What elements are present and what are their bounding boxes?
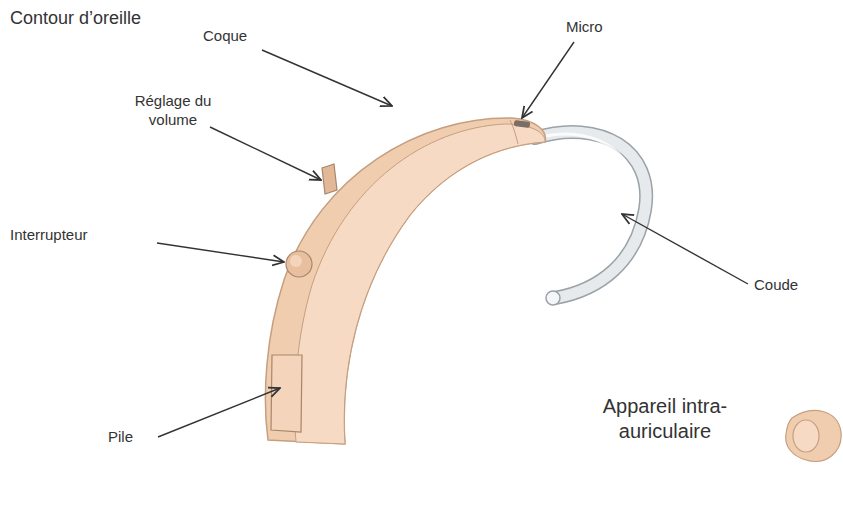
part-label: Interrupteur (10, 226, 88, 245)
part-label: Coque (203, 27, 247, 46)
title: Contour d’oreille (10, 8, 141, 29)
caption-label: Appareil intra-auriculaire (580, 394, 750, 444)
part-label: Micro (566, 18, 603, 37)
leader-lines (157, 42, 748, 437)
part-label: Réglage du volume (118, 92, 228, 130)
in-ear-device (786, 410, 841, 461)
part-label: Coude (754, 276, 798, 295)
part-label: Pile (108, 428, 133, 447)
shell (265, 118, 545, 444)
